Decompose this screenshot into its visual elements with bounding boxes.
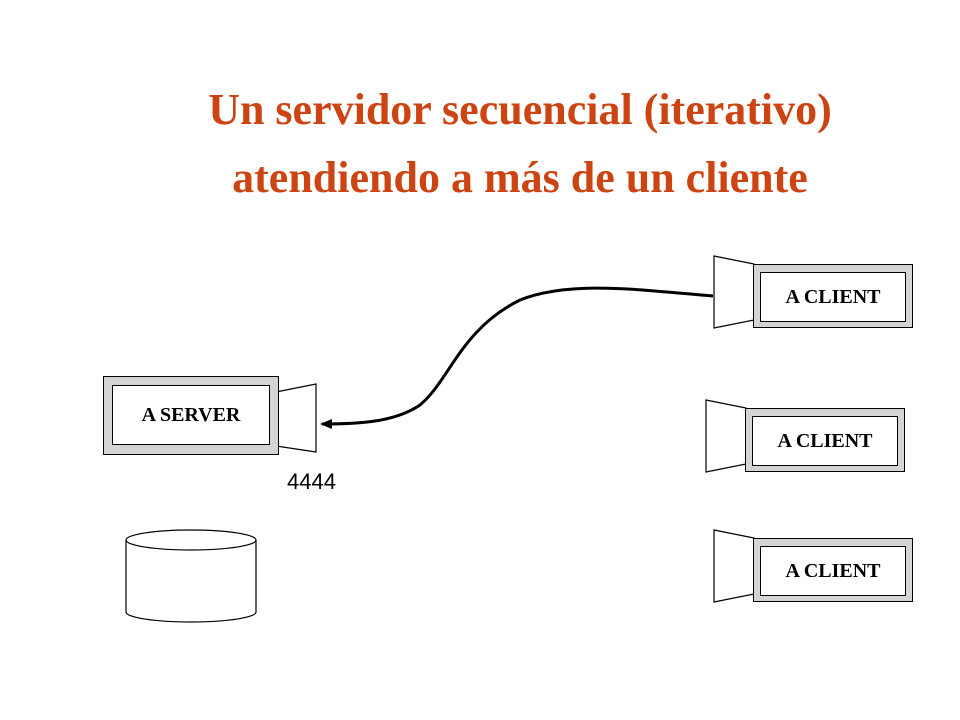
server-box: A SERVER	[103, 376, 279, 455]
client-1-socket-icon	[713, 255, 755, 329]
server-label: A SERVER	[141, 403, 241, 426]
client-box-3: A CLIENT	[753, 538, 913, 602]
client-label-1: A CLIENT	[785, 285, 881, 308]
client-box-1: A CLIENT	[753, 264, 913, 328]
port-number: 4444	[287, 469, 336, 494]
slide-title-line-1: Un servidor secuencial (iterativo)	[208, 85, 832, 134]
client-box-2: A CLIENT	[745, 408, 905, 472]
server-socket-icon	[275, 383, 317, 453]
client-2-socket-icon	[705, 399, 747, 473]
database-icon	[125, 529, 257, 623]
connection-arrow	[320, 286, 714, 429]
client-label-3: A CLIENT	[785, 559, 881, 582]
client-3-socket-icon	[713, 529, 755, 603]
slide-title-line-2: atendiendo a más de un cliente	[232, 153, 808, 202]
client-label-2: A CLIENT	[777, 429, 873, 452]
